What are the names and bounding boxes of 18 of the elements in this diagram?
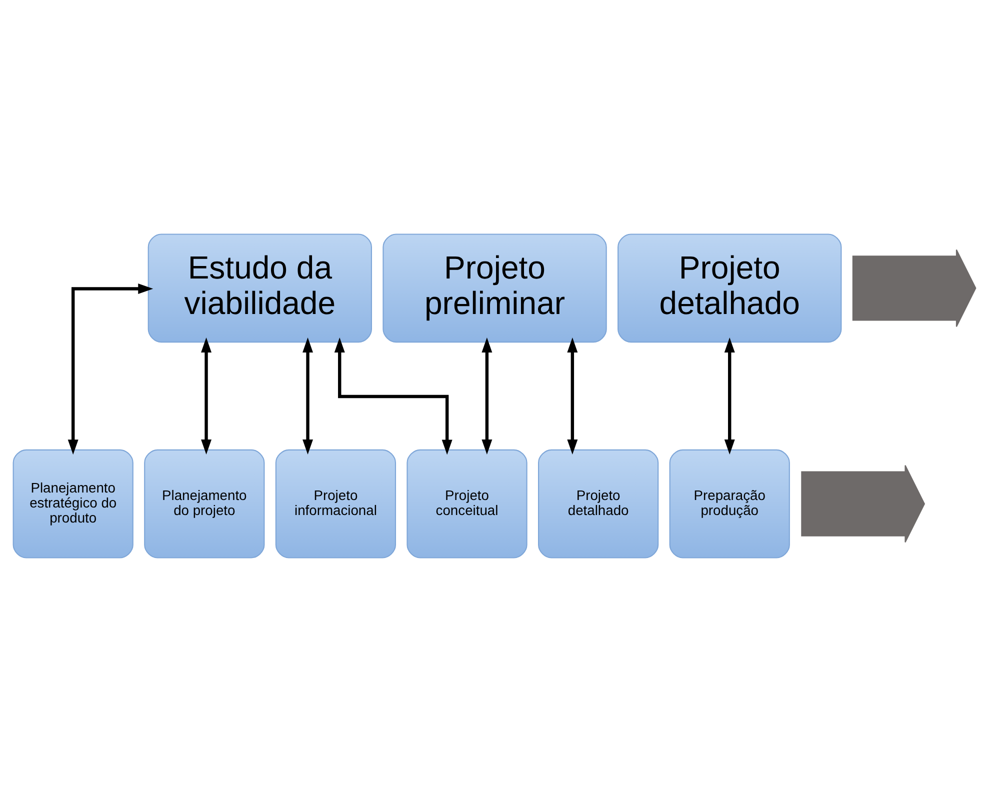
- node-box: Projeto detalhado: [538, 449, 659, 558]
- arrow: [302, 337, 314, 455]
- node-arrow: [852, 249, 976, 328]
- node-arrow: [801, 464, 926, 543]
- node-box: Projeto detalhado: [618, 234, 842, 343]
- arrow: [482, 337, 492, 455]
- node-box: Projeto informacional: [275, 449, 396, 558]
- node-box: Planejamento do projeto: [144, 449, 265, 558]
- arrow: [567, 337, 578, 455]
- arrow: [68, 283, 154, 455]
- arrow: [334, 338, 452, 455]
- node-box: Estudo da viabilidade: [148, 234, 372, 343]
- arrow: [201, 337, 212, 455]
- arrow: [724, 337, 735, 455]
- node-box: Projeto conceitual: [406, 449, 528, 558]
- node-box: Projeto preliminar: [382, 234, 607, 343]
- node-box: Preparação produção: [669, 449, 790, 558]
- node-box: Planejamento estratégico do produto: [12, 449, 134, 558]
